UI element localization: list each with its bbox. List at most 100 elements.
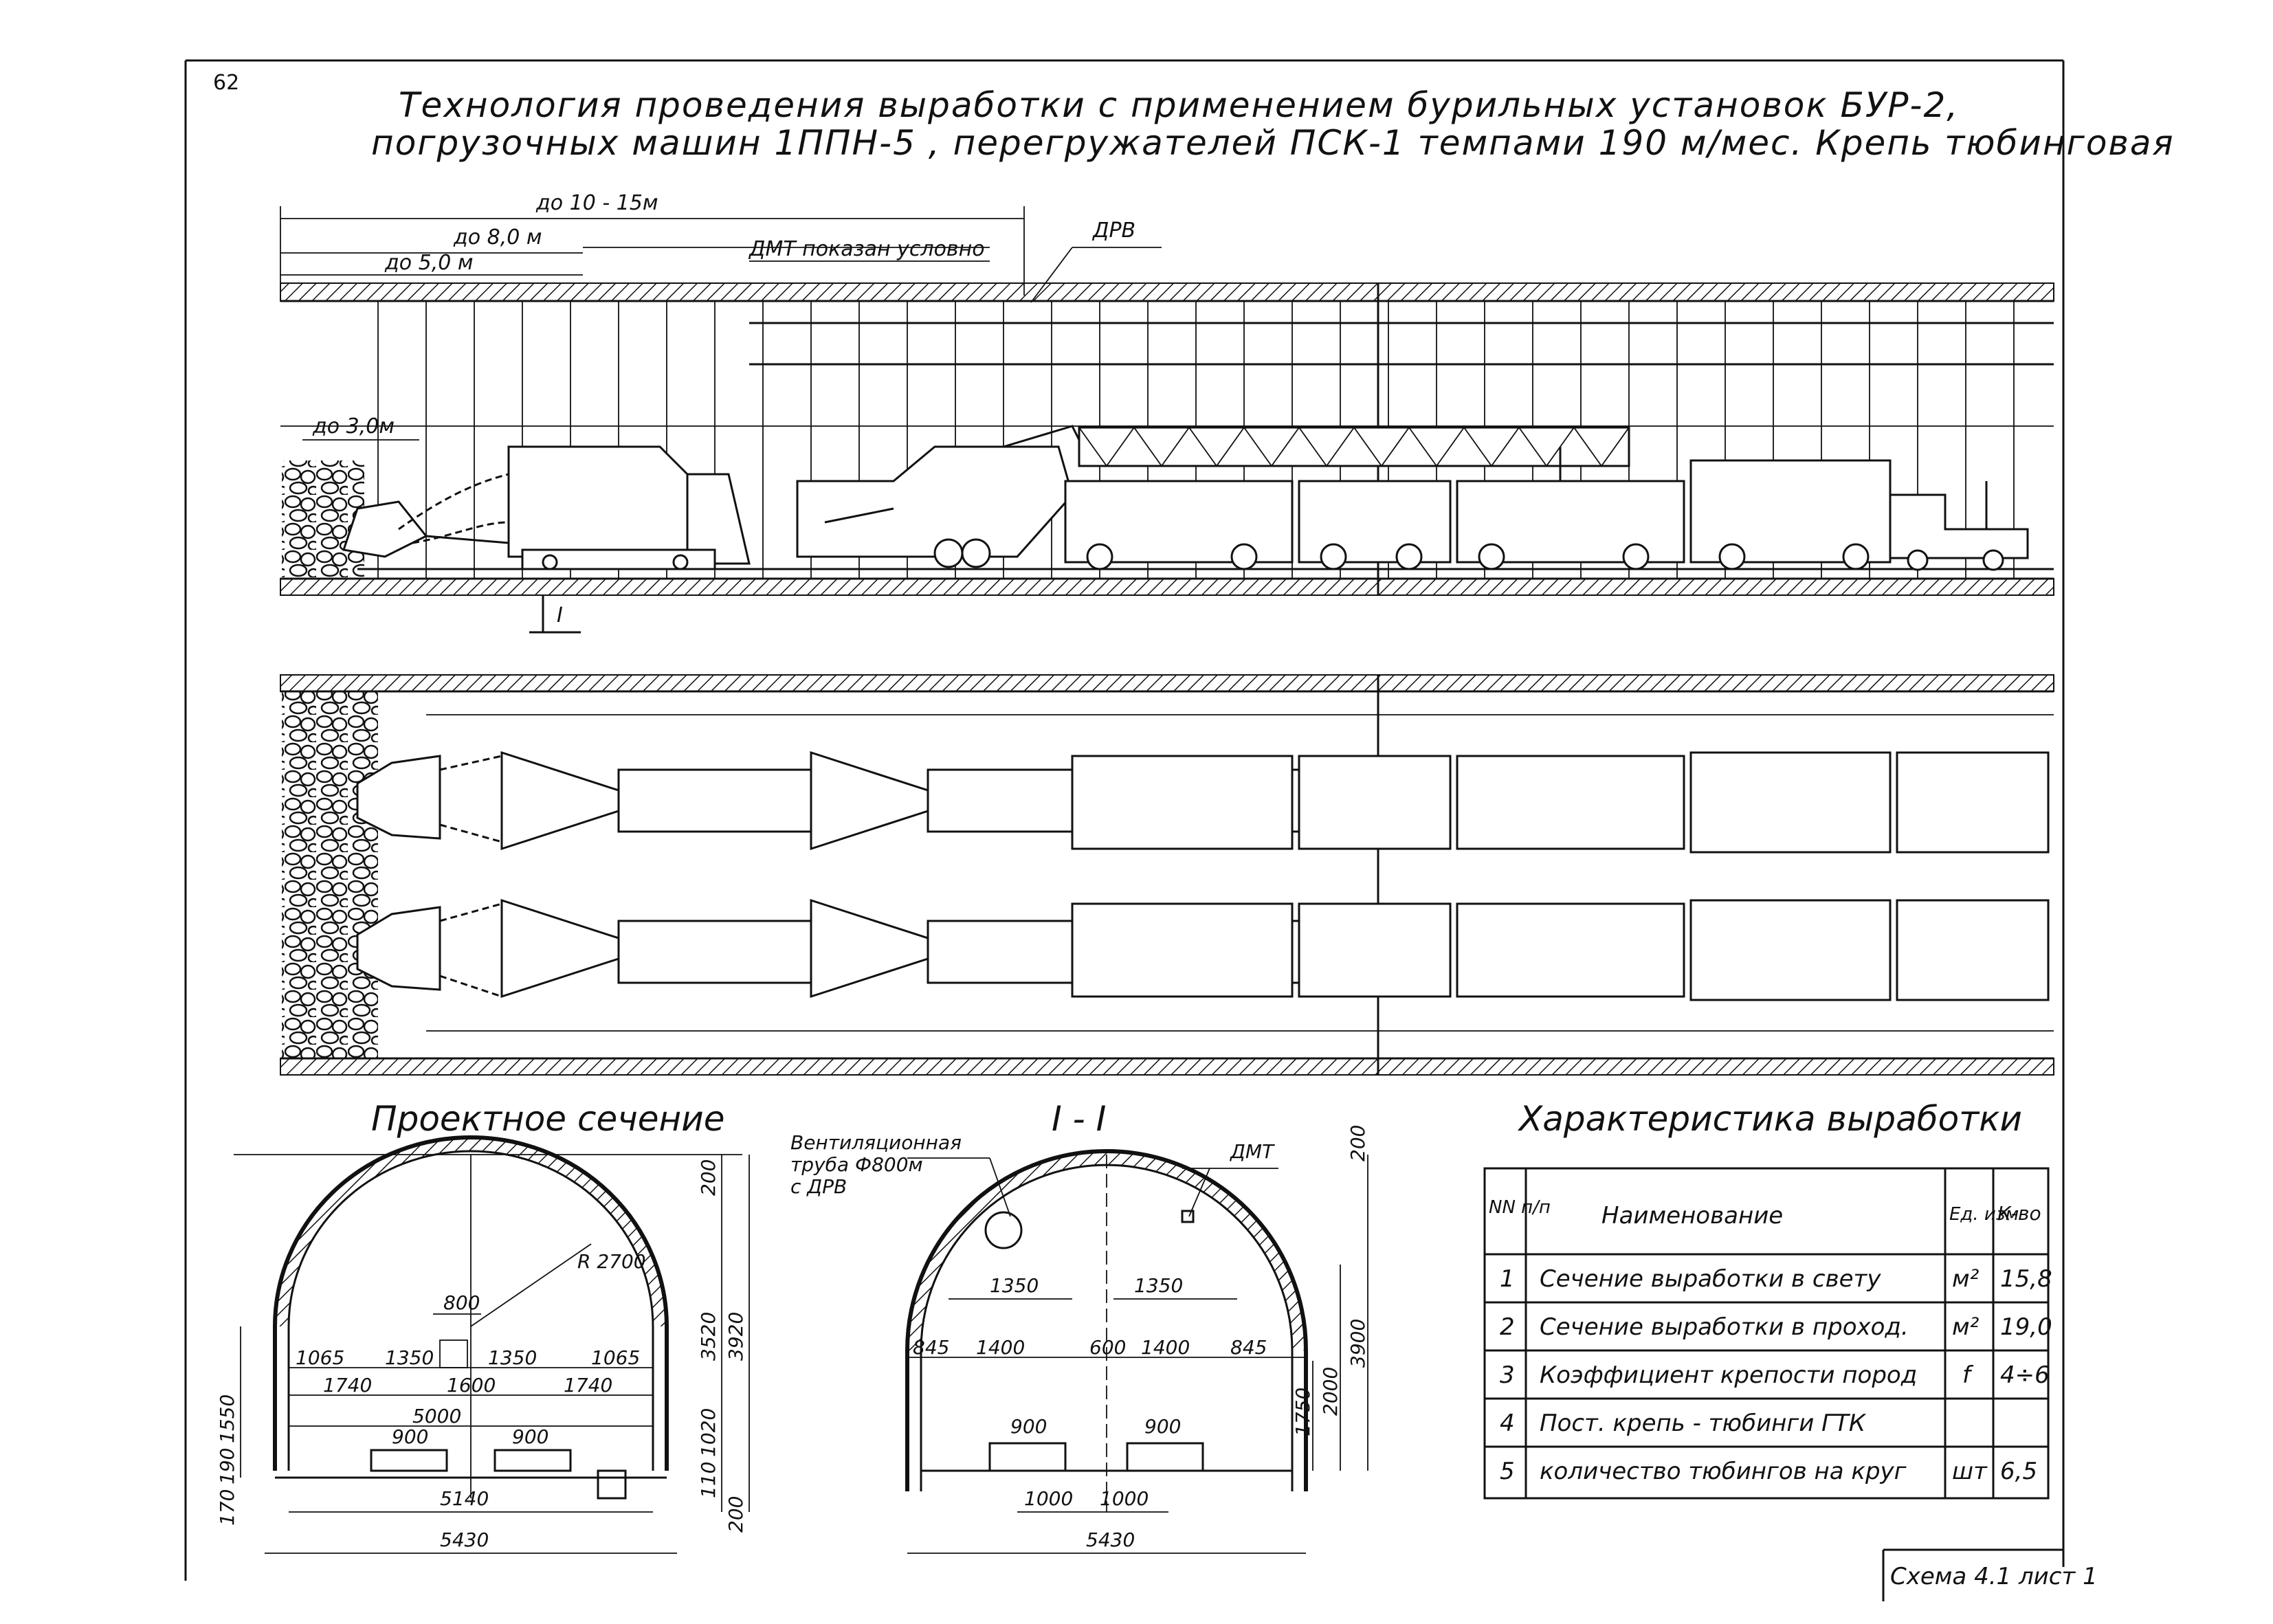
stamp-text: Схема 4.1 лист 1	[1890, 1563, 2098, 1590]
header-qty: К-во	[1997, 1202, 2041, 1225]
dim-label-8: до 8,0 м	[453, 225, 542, 249]
sec-dim-200: 200	[1346, 1125, 1369, 1161]
design-dim-3520: 3520	[697, 1312, 720, 1361]
characteristics-table: Характеристика выработки NN п/п Наименов…	[1483, 1099, 2052, 1500]
header-num: NN п/п	[1489, 1197, 1551, 1218]
design-dim-900b: 900	[512, 1425, 548, 1448]
design-dim-1065a: 1065	[296, 1346, 344, 1369]
sec-dim-900a: 900	[1010, 1415, 1047, 1438]
row1-num: 1	[1500, 1265, 1515, 1293]
row1-qty: 15,8	[2000, 1265, 2052, 1293]
row3-unit: f	[1962, 1361, 1974, 1389]
sec-dim-1350a: 1350	[990, 1274, 1039, 1297]
row5-qty: 6,5	[2000, 1458, 2037, 1485]
vent-label-line3: с ДРВ	[790, 1175, 847, 1198]
vent-pipe-circle	[984, 1211, 1023, 1249]
design-section-title: Проектное сечение	[371, 1099, 724, 1139]
row2-unit: м²	[1952, 1313, 1980, 1341]
row5-name: количество тюбингов на круг	[1540, 1458, 1907, 1485]
dim-label-5: до 5,0 м	[384, 251, 474, 275]
sheet-stamp: Схема 4.1 лист 1	[1882, 1548, 2098, 1601]
design-dim-1600: 1600	[447, 1374, 496, 1397]
sec-dim-3900: 3900	[1346, 1319, 1369, 1368]
header-name: Наименование	[1601, 1202, 1783, 1230]
design-dim-170: 170	[216, 1489, 239, 1526]
section-I-I: I - I Вентиляционная труба Ф800м с ДРВ Д…	[790, 1099, 1369, 1554]
row5-num: 5	[1500, 1458, 1515, 1485]
sec-dim-2000: 2000	[1319, 1367, 1342, 1416]
design-dim-200bot: 200	[724, 1496, 747, 1533]
drawing-title-line2: погрузочных машин 1ППН-5 , перегружателе…	[371, 123, 2175, 163]
drv-label: ДРВ	[1091, 219, 1135, 243]
design-dim-1740a: 1740	[323, 1374, 372, 1397]
tunnel-floor	[280, 578, 2054, 596]
section-mark-I: I	[557, 603, 563, 627]
row3-num: 3	[1500, 1361, 1515, 1389]
design-dim-800: 800	[443, 1291, 480, 1314]
design-dim-5430: 5430	[440, 1528, 489, 1551]
design-dim-1550: 1550	[216, 1394, 239, 1443]
dim-label-3: до 3,0м	[312, 414, 395, 438]
vent-label-line1: Вентиляционная	[790, 1131, 962, 1154]
design-dim-1065b: 1065	[591, 1346, 640, 1369]
row3-qty: 4÷6	[2000, 1361, 2050, 1389]
row4-name: Пост. крепь - тюбинги ГТК	[1540, 1410, 1867, 1437]
design-dim-3920: 3920	[724, 1312, 747, 1361]
sec-dim-845b: 845	[1230, 1336, 1267, 1359]
sec-dim-1750: 1750	[1291, 1388, 1314, 1436]
header-unit: Ед. изм	[1949, 1204, 2019, 1225]
dmt-label: ДМТ	[1229, 1140, 1275, 1163]
dim-label-10-15: до 10 - 15м	[535, 191, 658, 215]
plan-rock-face	[282, 691, 378, 1058]
design-dim-190: 190	[216, 1448, 239, 1484]
plan-wall-top	[280, 674, 2054, 692]
plan-train-lower	[356, 898, 2050, 1001]
mine-cars	[1064, 459, 1892, 570]
row2-name: Сечение выработки в проход.	[1540, 1313, 1909, 1341]
design-radius-label: R 2700	[577, 1250, 646, 1273]
sheet-frame	[184, 59, 2065, 1581]
vent-label-line2: труба Ф800м	[790, 1153, 923, 1176]
sec-dim-1350b: 1350	[1134, 1274, 1183, 1297]
sec-dim-1400b: 1400	[1141, 1336, 1190, 1359]
drawing-title-line1: Технология проведения выработки с примен…	[399, 85, 1959, 125]
sec-dim-845a: 845	[913, 1336, 949, 1359]
row3-name: Коэффициент крепости пород	[1540, 1361, 1917, 1389]
section-I-title: I - I	[1052, 1099, 1106, 1139]
conveyor-truss	[1078, 426, 1630, 518]
loading-machine	[342, 445, 751, 570]
plan-view	[280, 674, 2054, 1076]
longitudinal-section: до 10 - 15м до 8,0 м до 5,0 м ДМТ показа…	[280, 191, 2054, 634]
page-number: 62	[213, 71, 239, 95]
design-dim-5140: 5140	[440, 1487, 489, 1510]
sec-dim-1400a: 1400	[976, 1336, 1025, 1359]
overloader-machine	[796, 425, 1087, 568]
design-dim-5000: 5000	[412, 1405, 461, 1427]
sec-dim-900b: 900	[1144, 1415, 1181, 1438]
sec-dim-5430: 5430	[1086, 1528, 1135, 1551]
design-dim-110: 110	[697, 1462, 720, 1498]
row2-qty: 19,0	[2000, 1313, 2052, 1341]
row4-num: 4	[1500, 1410, 1515, 1437]
design-section: Проектное сечение R 2700 800 1065 1350 1…	[216, 1099, 750, 1554]
locomotive	[1889, 481, 2029, 571]
design-dim-1350b: 1350	[488, 1346, 537, 1369]
sec-dim-1000a: 1000	[1024, 1487, 1073, 1510]
dmt-note: ДМТ показан условно	[748, 237, 985, 261]
plan-train-upper	[356, 750, 2050, 854]
design-dim-200top: 200	[697, 1159, 720, 1196]
characteristics-title: Характеристика выработки	[1517, 1099, 2022, 1139]
row1-name: Сечение выработки в свету	[1540, 1265, 1881, 1293]
design-dim-900a: 900	[392, 1425, 428, 1448]
tunnel-roof	[280, 282, 2054, 302]
row1-unit: м²	[1952, 1265, 1980, 1293]
sec-dim-600: 600	[1089, 1336, 1126, 1359]
design-dim-1020: 1020	[697, 1408, 720, 1457]
plan-wall-bottom	[280, 1058, 2054, 1076]
row2-num: 2	[1500, 1313, 1515, 1341]
row5-unit: шт	[1952, 1458, 1988, 1485]
design-dim-1350a: 1350	[385, 1346, 434, 1369]
design-dim-1740b: 1740	[564, 1374, 612, 1397]
sec-dim-1000b: 1000	[1100, 1487, 1149, 1510]
